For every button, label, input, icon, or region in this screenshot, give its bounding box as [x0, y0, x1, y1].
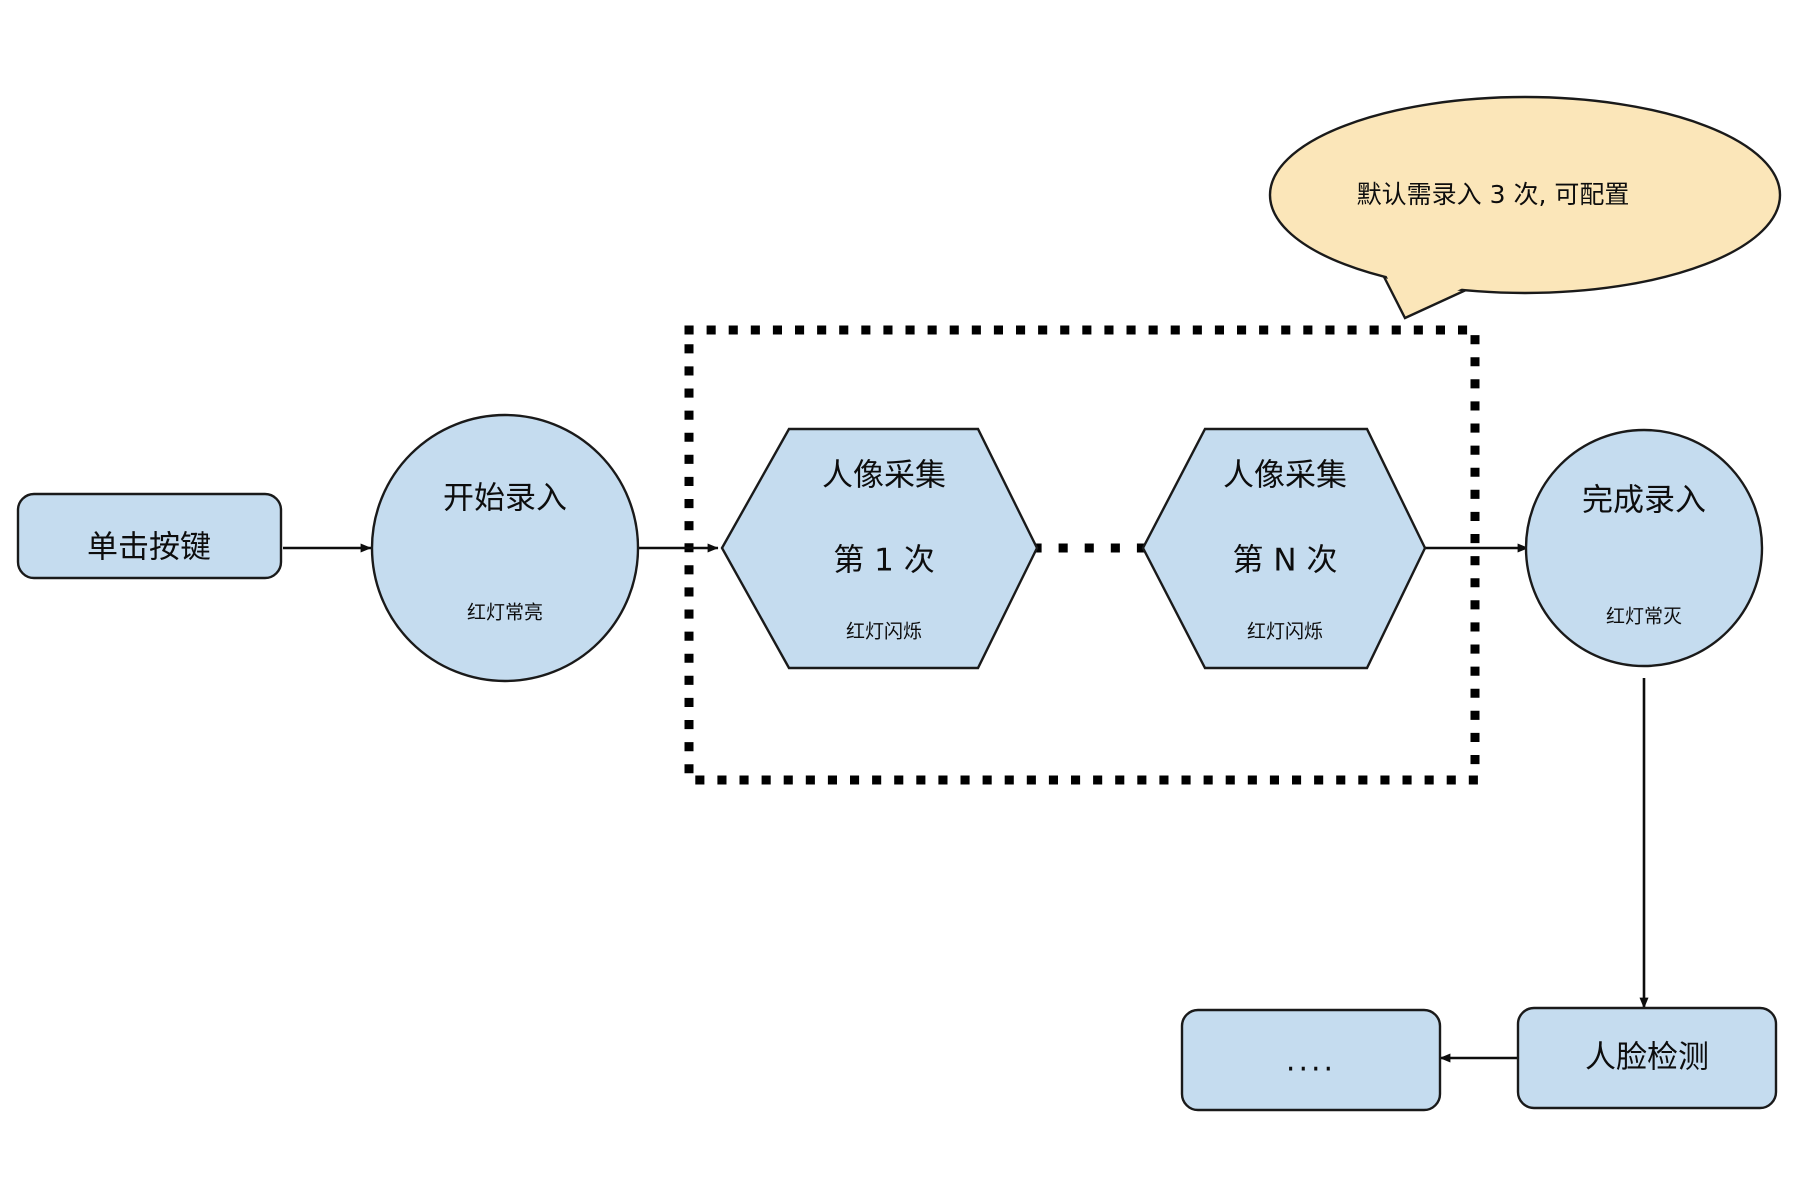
callout-label: 默认需录入 3 次, 可配置 — [1357, 180, 1630, 209]
node-press-key-label: 单击按键 — [87, 530, 211, 566]
node-capture-first[interactable] — [720, 427, 1039, 670]
callout-bubble — [1268, 95, 1782, 295]
node-capture-first-label2: 第 1 次 — [833, 543, 934, 579]
node-start-enroll-label: 开始录入 — [443, 481, 567, 517]
node-start-enroll[interactable] — [370, 413, 640, 683]
node-face-detect-label: 人脸检测 — [1585, 1040, 1709, 1076]
callout-repeat-note[interactable]: 默认需录入 3 次, 可配置 — [1268, 95, 1782, 320]
node-press-key[interactable] — [16, 492, 283, 580]
node-capture-nth-sublabel: 红灯闪烁 — [1247, 621, 1323, 643]
node-face-detect[interactable] — [1516, 1006, 1778, 1110]
node-finish-enroll-label: 完成录入 — [1582, 483, 1706, 519]
node-capture-nth-label: 人像采集 — [1223, 458, 1347, 494]
node-capture-nth-label2: 第 N 次 — [1233, 543, 1338, 579]
node-capture-nth[interactable] — [1141, 427, 1427, 670]
node-finish-enroll[interactable] — [1524, 428, 1764, 668]
node-more-steps[interactable] — [1180, 1008, 1442, 1112]
node-finish-enroll-sublabel: 红灯常灭 — [1606, 606, 1682, 628]
callout-tail-fill — [1380, 262, 1463, 315]
node-start-enroll-sublabel: 红灯常亮 — [467, 602, 543, 624]
node-more-steps-label: .... — [1286, 1044, 1336, 1079]
node-capture-first-label: 人像采集 — [822, 458, 946, 494]
node-capture-first-sublabel: 红灯闪烁 — [846, 621, 922, 643]
